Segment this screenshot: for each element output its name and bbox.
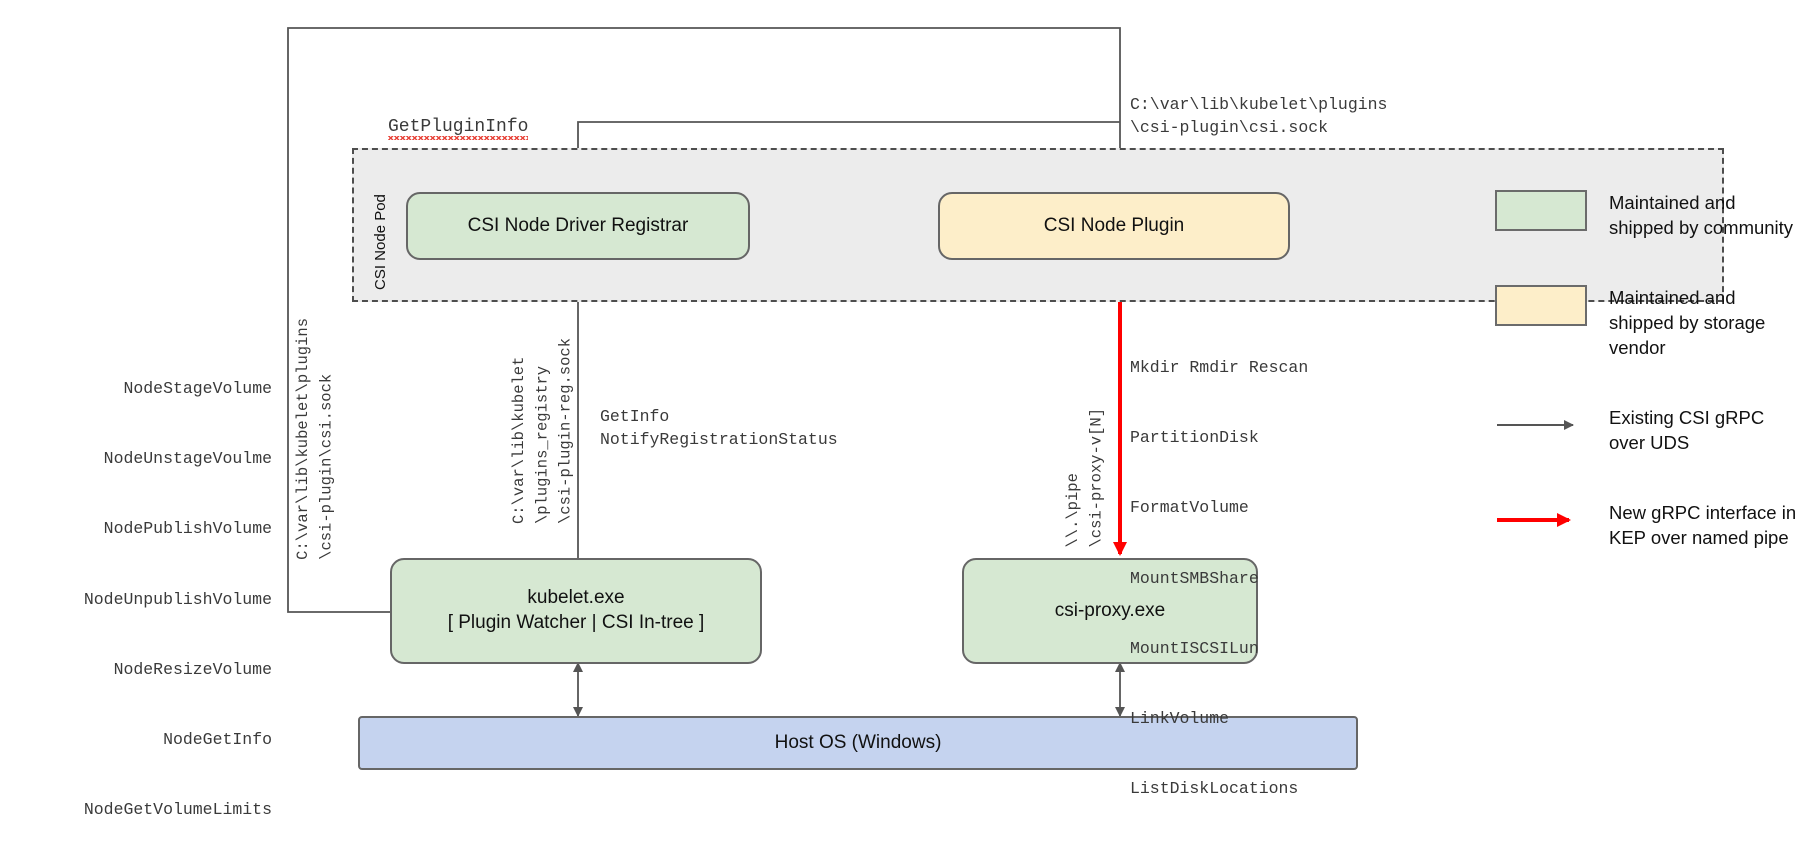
legend-label: Maintained and shipped by community (1609, 192, 1794, 238)
edge-kubelet-to-plugin (287, 27, 1125, 613)
list-item: MountISCSILun (1130, 638, 1259, 658)
list-item: NodeGetInfo (163, 730, 272, 750)
list-item: NodeGetVolumeLimits (83, 800, 272, 820)
label-registration-calls: GetInfo NotifyRegistrationStatus (600, 407, 838, 450)
legend-label: Existing CSI gRPC over UDS (1609, 406, 1765, 453)
node-label: Host OS (Windows) (774, 731, 942, 753)
legend-label: Maintained and shipped by storage vendor (1609, 286, 1766, 358)
legend-label: New gRPC interface in KEP over named pip… (1609, 501, 1797, 548)
legend-item-storage-vendor: Maintained and shipped by storage vendor (1495, 284, 1805, 361)
legend-item-community: Maintained and shipped by community (1495, 190, 1805, 241)
label-named-pipe-vertical: \\.\pipe \csi-proxy-v[N] (1064, 408, 1106, 548)
legend-item-new-grpc-named-pipe: New gRPC interface in KEP over named pip… (1495, 500, 1805, 551)
legend: Maintained and shipped by community Main… (1495, 190, 1805, 595)
legend-swatch-yellow (1495, 284, 1587, 326)
node-kubelet-exe[interactable]: kubelet.exe [ Plugin Watcher | CSI In-tr… (390, 558, 762, 664)
node-label: csi-proxy.exe (1054, 599, 1166, 621)
csi-node-pod-label: CSI Node Pod (372, 194, 389, 290)
list-item: PartitionDisk (1130, 428, 1259, 448)
list-item: NodeResizeVolume (113, 659, 272, 679)
label-get-plugin-info: GetPluginInfo (388, 117, 529, 140)
list-item: NodeUnstageVoulme (103, 449, 272, 469)
node-csi-node-plugin[interactable]: CSI Node Plugin (938, 192, 1290, 260)
node-csi-node-driver-registrar[interactable]: CSI Node Driver Registrar (406, 192, 750, 260)
label-plugin-socket-path: C:\var\lib\kubelet\plugins \csi-plugin\c… (1130, 95, 1388, 138)
list-item: NodePublishVolume (103, 519, 272, 539)
kubelet-title: kubelet.exe (527, 587, 625, 609)
red-arrow-icon (1495, 500, 1587, 541)
list-item: LinkVolume (1130, 709, 1230, 729)
gray-arrow-icon (1495, 405, 1587, 446)
kubelet-subtitle: [ Plugin Watcher | CSI In-tree ] (447, 612, 705, 633)
list-item: FormatVolume (1130, 498, 1249, 518)
list-item: Mkdir Rmdir Rescan (1130, 357, 1309, 377)
list-csi-proxy-calls: Mkdir Rmdir Rescan PartitionDisk FormatV… (1130, 309, 1308, 842)
list-item: NodeUnpublishVolume (83, 589, 272, 609)
node-host-os[interactable]: Host OS (Windows) (358, 716, 1358, 770)
legend-swatch-green (1495, 190, 1587, 231)
node-label: CSI Node Driver Registrar (467, 214, 689, 236)
list-item: MountSMBShare (1130, 568, 1259, 588)
list-item: NodeStageVolume (123, 378, 272, 398)
node-csi-proxy-exe[interactable]: csi-proxy.exe (962, 558, 1258, 664)
list-item: ListDiskLocations (1130, 779, 1299, 799)
node-label: CSI Node Plugin (1043, 214, 1185, 236)
label-csi-socket-path-vertical: C:\var\lib\kubelet\plugins \csi-plugin\c… (294, 318, 336, 560)
list-node-service-calls: NodeStageVolume NodeUnstageVoulme NodePu… (20, 330, 272, 842)
legend-item-existing-csi-grpc: Existing CSI gRPC over UDS (1495, 405, 1805, 456)
label-registry-socket-path-vertical: C:\var\lib\kubelet \plugins_registry \cs… (510, 338, 575, 525)
